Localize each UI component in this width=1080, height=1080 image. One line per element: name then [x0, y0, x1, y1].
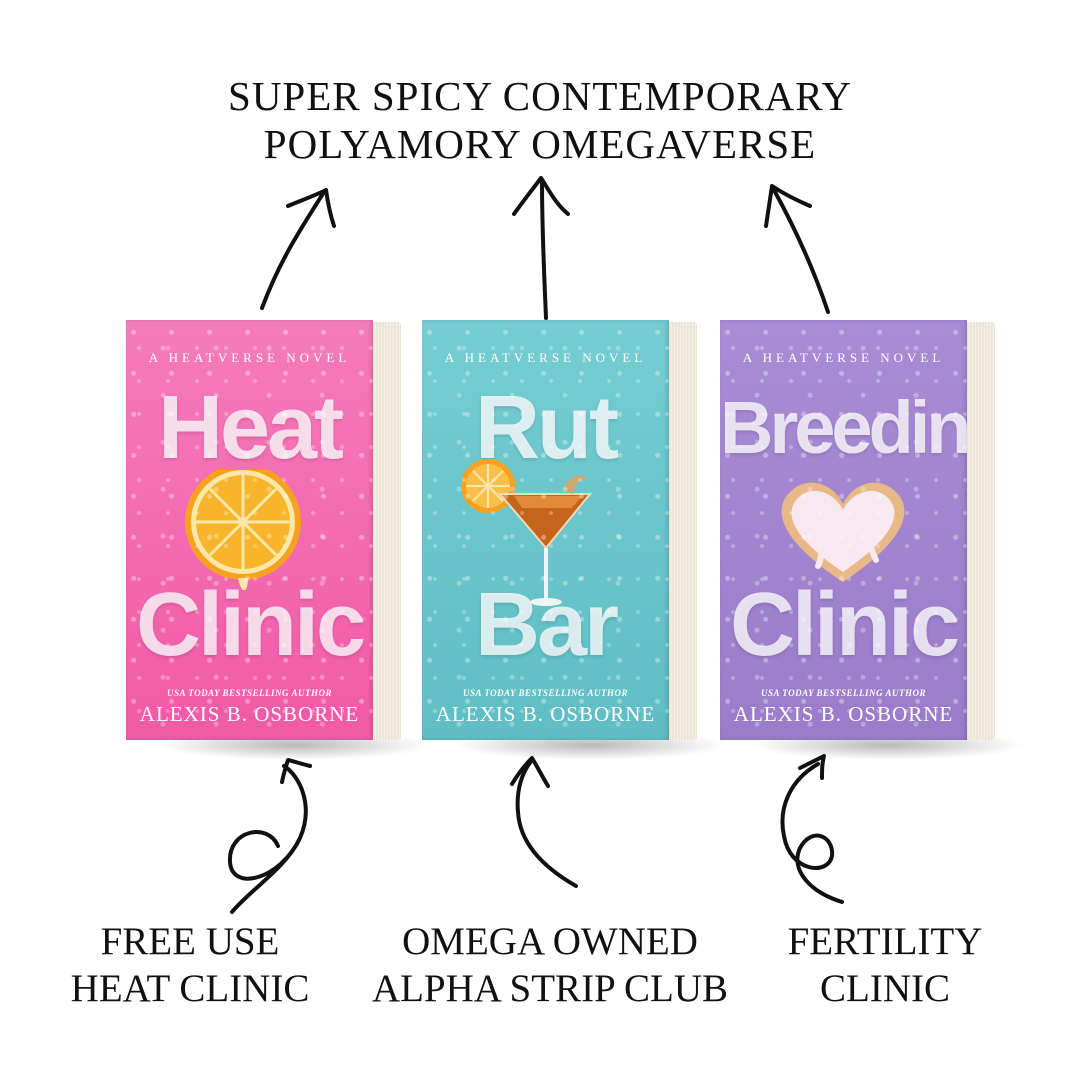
caption-rut-bar: OMEGA OWNED ALPHA STRIP CLUB — [350, 918, 750, 1012]
curly-arrow-head-icon — [280, 758, 312, 784]
book-rut-bar: A HEATVERSE NOVEL Rut Bar USA TODAY BEST… — [422, 320, 727, 760]
author-tagline: USA TODAY BESTSELLING AUTHOR — [761, 688, 926, 698]
book-pages — [371, 322, 401, 740]
headline-line-2: POLYAMORY OMEGAVERSE — [263, 121, 817, 167]
caption-line-2: ALPHA STRIP CLUB — [371, 967, 729, 1010]
caption-line-1: FERTILITY — [787, 920, 983, 963]
author-name: ALEXIS B. OSBORNE — [139, 702, 360, 726]
cocktail-glass-icon — [461, 459, 593, 606]
heart-cookie-icon — [781, 482, 905, 582]
title-top: Rut — [475, 378, 619, 478]
caption-heat-clinic: FREE USE HEAT CLINIC — [40, 918, 340, 1012]
title-top: Breeding — [720, 386, 967, 469]
author-name: ALEXIS B. OSBORNE — [733, 702, 954, 726]
series-label: A HEATVERSE NOVEL — [148, 350, 351, 365]
up-arrow-head-icon — [764, 184, 812, 228]
caption-line-1: FREE USE — [100, 920, 280, 963]
title-bottom: Bar — [474, 575, 619, 675]
caption-line-2: CLINIC — [820, 967, 950, 1010]
book-cover: A HEATVERSE NOVEL Breeding Clinic USA TO… — [720, 320, 967, 740]
book-pages — [667, 322, 697, 740]
up-arrow-head-icon — [512, 176, 570, 216]
caption-line-1: OMEGA OWNED — [402, 920, 698, 963]
caption-breeding-clinic: FERTILITY CLINIC — [760, 918, 1010, 1012]
title-top: Heat — [157, 378, 344, 478]
author-tagline: USA TODAY BESTSELLING AUTHOR — [167, 688, 332, 698]
series-label: A HEATVERSE NOVEL — [444, 350, 647, 365]
book-cover: A HEATVERSE NOVEL Rut Bar USA TODAY BEST… — [422, 320, 669, 740]
caption-line-2: HEAT CLINIC — [70, 967, 310, 1010]
up-arrow-icon — [772, 188, 830, 314]
book-breeding-clinic: A HEATVERSE NOVEL Breeding Clinic USA TO… — [720, 320, 1025, 760]
curly-arrow-icon — [227, 764, 308, 914]
book-pages — [965, 322, 995, 740]
headline: SUPER SPICY CONTEMPORARY POLYAMORY OMEGA… — [0, 72, 1080, 168]
lemon-slice-icon — [185, 470, 301, 590]
author-name: ALEXIS B. OSBORNE — [435, 702, 656, 726]
curly-arrow-icon — [780, 762, 844, 904]
up-arrow-head-icon — [286, 188, 336, 228]
title-bottom: Clinic — [135, 575, 366, 675]
curly-arrow-icon — [515, 758, 578, 888]
headline-line-1: SUPER SPICY CONTEMPORARY — [228, 73, 852, 119]
author-tagline: USA TODAY BESTSELLING AUTHOR — [463, 688, 628, 698]
title-bottom: Clinic — [729, 575, 960, 675]
book-cover: A HEATVERSE NOVEL Heat Clinic USA TODAY … — [126, 320, 373, 740]
up-arrow-icon — [540, 180, 548, 320]
series-label: A HEATVERSE NOVEL — [742, 350, 945, 365]
book-heat-clinic: A HEATVERSE NOVEL Heat Clinic USA TODAY … — [126, 320, 431, 760]
up-arrow-icon — [260, 190, 326, 310]
curly-arrow-head-icon — [510, 756, 550, 788]
